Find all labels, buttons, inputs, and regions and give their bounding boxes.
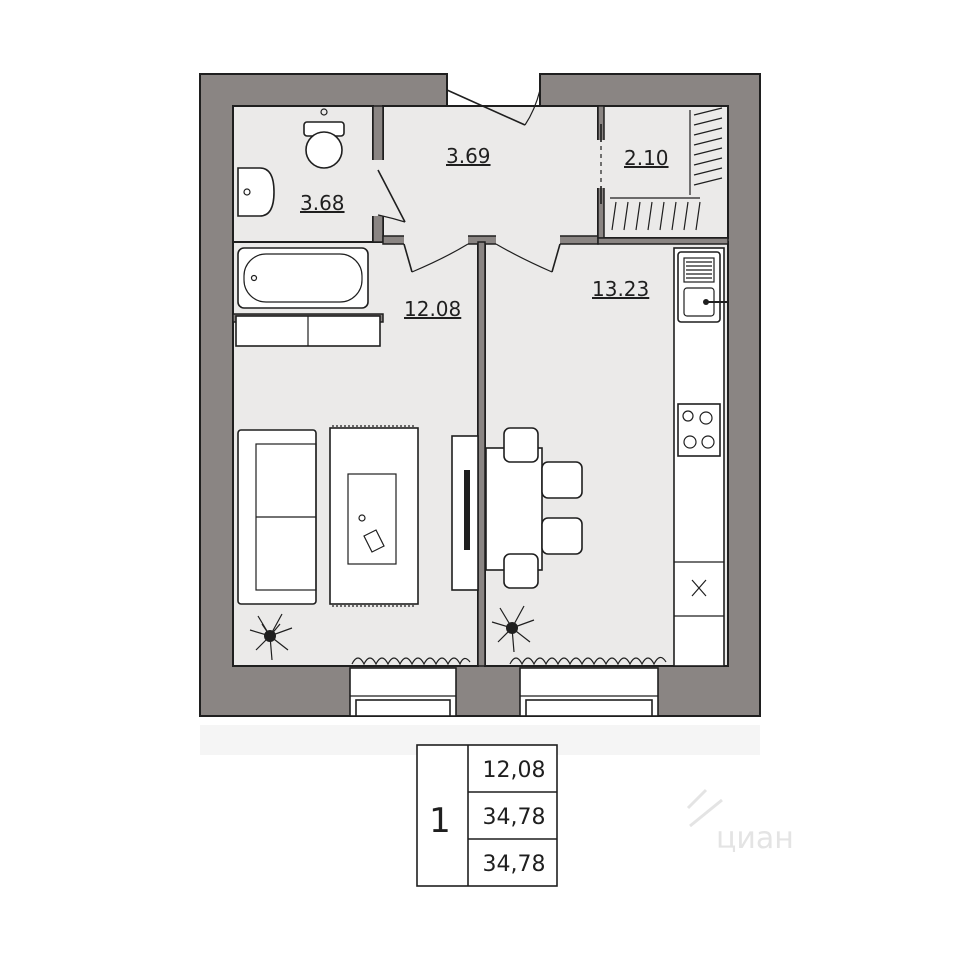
window-icon [519, 667, 659, 717]
door-gap-living [404, 235, 468, 245]
entry-door[interactable] [446, 89, 541, 126]
area-label-hall: 3.69 [446, 144, 491, 168]
kitchen-door[interactable] [495, 243, 561, 273]
living-door[interactable] [403, 243, 469, 273]
kitchen-sink-icon [677, 251, 728, 323]
tv-unit-icon [451, 435, 479, 591]
dining-table-icon [485, 447, 543, 571]
plant-icon [491, 605, 535, 653]
appliance-icon [674, 561, 724, 617]
sofa-icon [237, 429, 317, 605]
curtain-icon [351, 656, 667, 666]
rooms-count: 1 [429, 801, 451, 841]
room-storage [597, 105, 729, 239]
washbasin-icon [237, 167, 275, 217]
storage-shelves-icon [610, 107, 723, 231]
plant-icon [249, 613, 293, 661]
partition-storage-kitchen [597, 237, 729, 245]
area-label-storage: 2.10 [624, 146, 669, 170]
total-area-value: 34,78 [483, 805, 546, 830]
area-label-bathroom: 3.68 [300, 191, 345, 215]
toilet-icon [303, 108, 345, 169]
chair-icon [503, 427, 583, 589]
bathtub-icon [237, 247, 369, 309]
summary-table: 1 12,08 34,78 34,78 [416, 744, 558, 887]
area-label-living: 12.08 [404, 297, 461, 321]
total-area-value-2: 34,78 [483, 852, 546, 877]
cooktop-icon [677, 403, 721, 457]
bathroom-cabinet-icon [235, 315, 381, 347]
area-label-kitchen: 13.23 [592, 277, 649, 301]
living-area-value: 12,08 [483, 758, 546, 783]
rug-icon [329, 425, 419, 607]
watermark: циан [686, 788, 794, 856]
watermark-logo-icon [686, 788, 723, 828]
window-icon [349, 667, 457, 717]
watermark-text: циан [716, 821, 794, 856]
door-gap-bath [372, 160, 384, 216]
door-gap-kitchen [496, 235, 560, 245]
bathroom-door[interactable] [377, 169, 406, 223]
partition-living-kitchen [477, 241, 486, 667]
room-hall [382, 105, 599, 243]
